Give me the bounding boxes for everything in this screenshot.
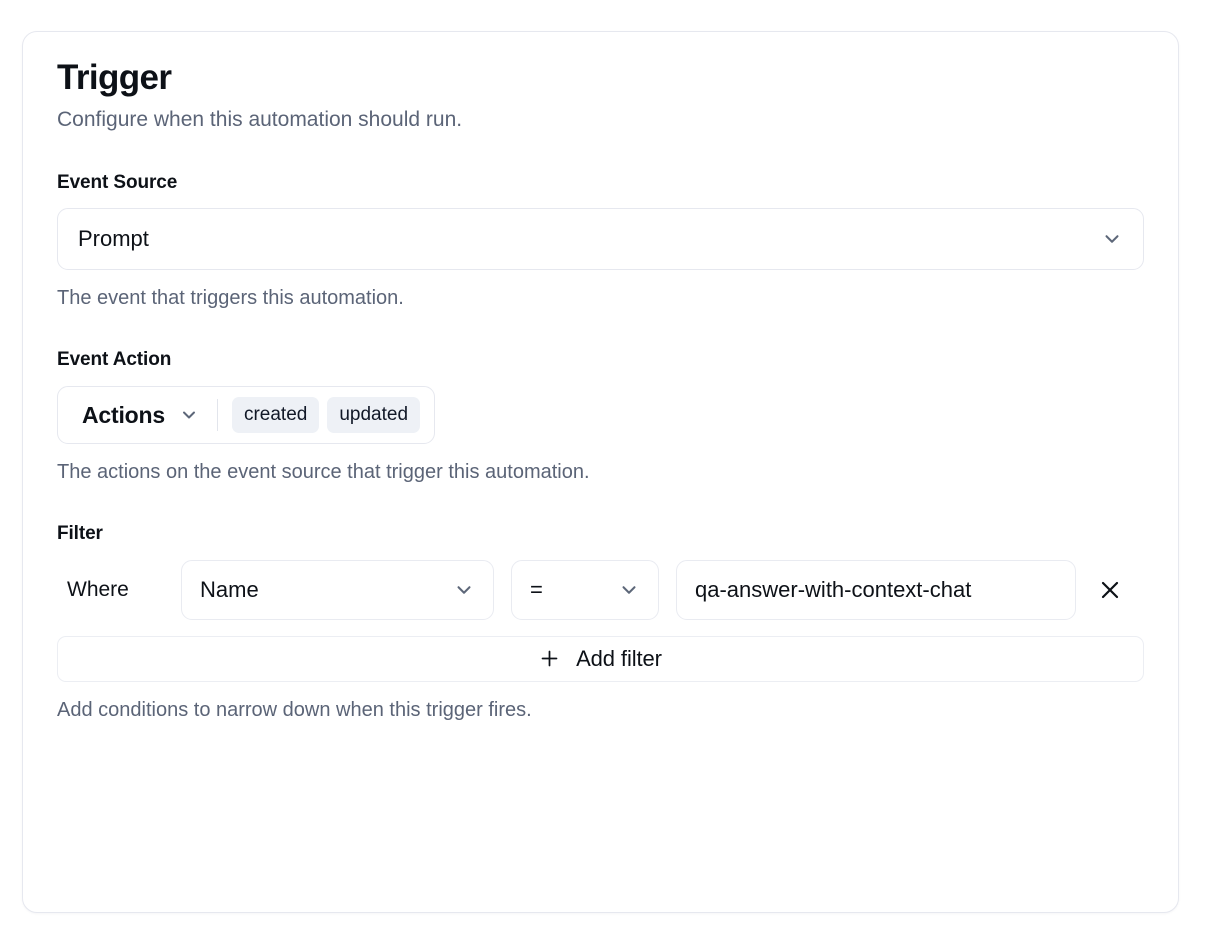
event-action-field: Event Action Actions created updated The… (57, 349, 1144, 485)
plus-icon (539, 648, 560, 669)
event-action-combo: Actions created updated (57, 386, 436, 445)
actions-dropdown[interactable]: Actions (82, 402, 217, 429)
event-source-help: The event that triggers this automation. (57, 287, 404, 310)
event-source-select[interactable]: Prompt (57, 208, 1144, 271)
event-action-help: The actions on the event source that tri… (57, 461, 590, 484)
close-icon (1098, 578, 1122, 602)
filter-operator-value: = (530, 576, 543, 602)
action-chip[interactable]: updated (327, 397, 421, 434)
chevron-down-icon (1101, 228, 1123, 250)
where-label: Where (67, 577, 129, 601)
event-action-chips: created updated (231, 397, 421, 434)
action-chip[interactable]: created (231, 397, 320, 434)
page-title: Trigger (57, 58, 172, 97)
chevron-down-icon (179, 405, 199, 425)
event-source-value: Prompt (78, 226, 149, 252)
event-source-label: Event Source (57, 171, 178, 193)
filter-operator-select[interactable]: = (511, 559, 659, 620)
combo-divider (216, 399, 218, 432)
event-action-label: Event Action (57, 349, 172, 371)
trigger-card: Trigger Configure when this automation s… (22, 31, 1179, 913)
add-filter-button[interactable]: Add filter (57, 635, 1144, 682)
filter-field-select[interactable]: Name (181, 559, 494, 620)
remove-filter-button[interactable] (1092, 572, 1128, 608)
filter-row: Where Name = qa-answer-with-context-chat (57, 559, 1144, 620)
filter-value-input[interactable]: qa-answer-with-context-chat (676, 559, 1076, 620)
event-source-field: Event Source Prompt The event that trigg… (57, 172, 1144, 312)
add-filter-label: Add filter (576, 645, 662, 671)
filter-label: Filter (57, 523, 103, 545)
page-subtitle: Configure when this automation should ru… (57, 108, 463, 132)
filter-help: Add conditions to narrow down when this … (57, 698, 532, 721)
filter-field-value: Name (200, 576, 259, 602)
chevron-down-icon (453, 579, 475, 601)
chevron-down-icon (618, 579, 640, 601)
actions-dropdown-label: Actions (82, 401, 165, 428)
filter-field: Filter Where Name = qa-answer-with-conte… (57, 523, 1144, 723)
